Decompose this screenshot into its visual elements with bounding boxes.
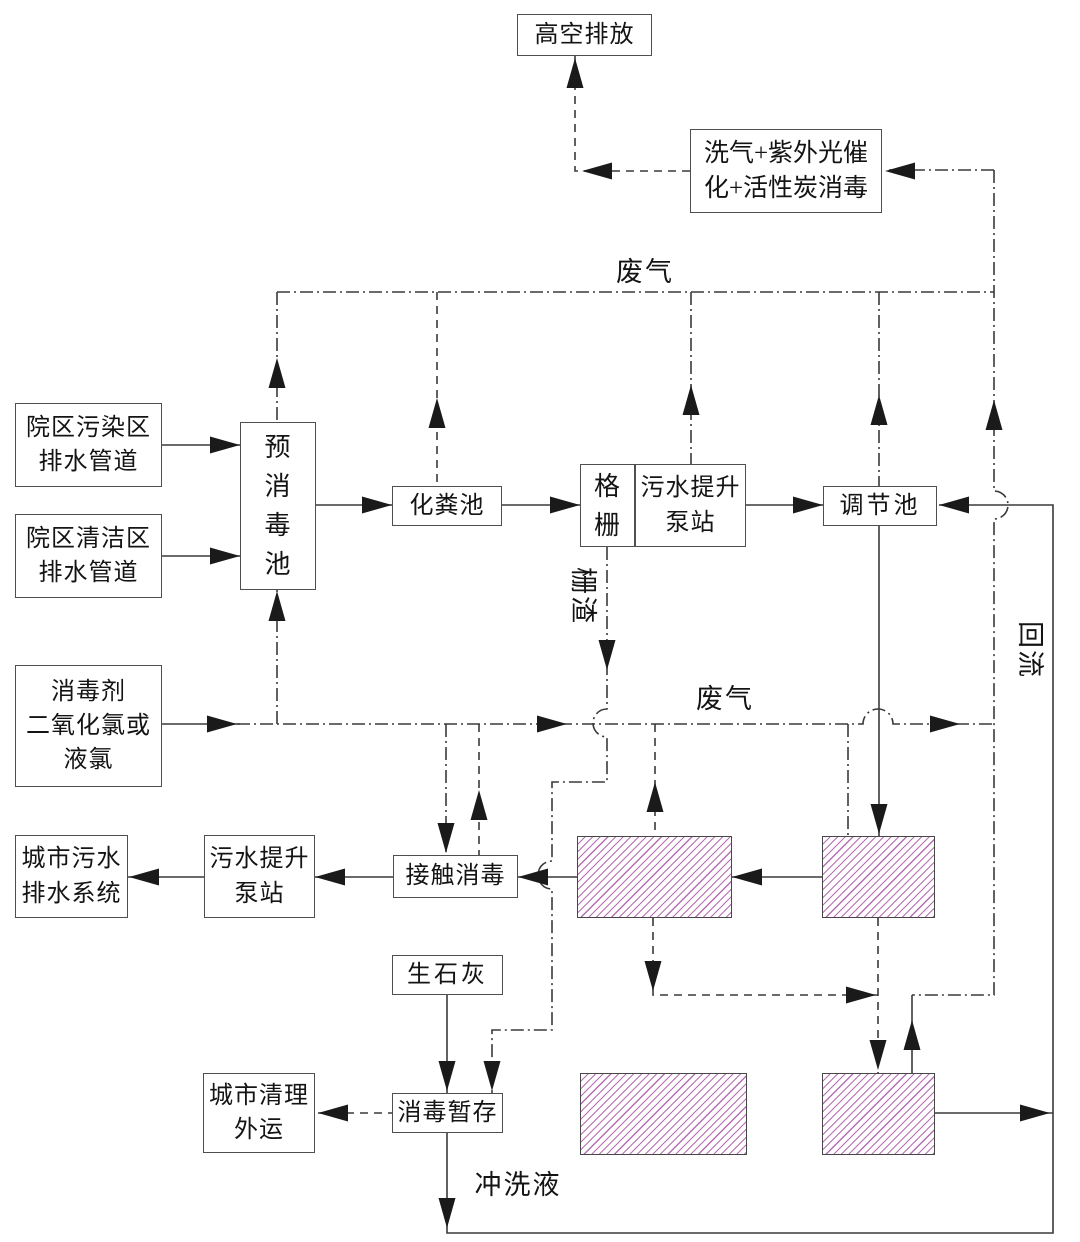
node-bar-screen: 格 栅: [580, 464, 635, 547]
node-sewage-lift-station-2: 污水提升 泵站: [204, 835, 315, 918]
hatched-treatment-box-3: [580, 1073, 747, 1155]
label-waste-gas-mid: 废气: [696, 684, 754, 714]
node-disinfection-temp-storage: 消毒暂存: [392, 1093, 503, 1133]
hatched-treatment-box-2: [822, 836, 935, 918]
hatched-treatment-box-1: [577, 836, 732, 918]
hatched-treatment-box-4: [822, 1073, 935, 1155]
label-flush-liquid: 冲洗液: [474, 1170, 562, 1200]
node-regulating-tank: 调节池: [823, 486, 937, 526]
node-disinfectant-supply: 消毒剂 二氧化氯或 液氯: [15, 665, 162, 787]
node-quicklime: 生石灰: [392, 955, 503, 995]
node-city-sewer-system: 城市污水 排水系统: [15, 835, 128, 918]
node-contact-disinfection: 接触消毒: [393, 855, 518, 898]
edge-hatch1-sludge: [652, 918, 878, 996]
node-scrubber-uv-carbon: 洗气+紫外光催 化+活性炭消毒: [690, 129, 882, 213]
screen-residue-route: [491, 547, 608, 1093]
node-sewage-lift-station-1: 污水提升 泵站: [635, 464, 746, 547]
node-pre-disinfection-tank: 预 消 毒 池: [240, 422, 316, 590]
node-septic-tank: 化粪池: [392, 486, 502, 526]
main-gas-riser: [912, 170, 1009, 996]
label-screen-residue: 栅渣: [568, 567, 598, 625]
gas-flow-lines: [237, 169, 1009, 1093]
edge-scrubber-to-stack: [574, 56, 690, 172]
node-high-altitude-discharge: 高空排放: [517, 14, 652, 56]
node-contaminated-area-drain: 院区污染区 排水管道: [15, 403, 162, 487]
node-clean-area-drain: 院区清洁区 排水管道: [15, 514, 162, 598]
waste-gas-header-bottom: [237, 708, 994, 725]
node-city-cleanup-transport: 城市清理 外运: [203, 1073, 315, 1153]
label-reflux: 回流: [1015, 621, 1045, 679]
edge-flush-collector-and-reflux-riser: [446, 504, 1054, 1234]
label-waste-gas-top: 废气: [616, 257, 674, 287]
